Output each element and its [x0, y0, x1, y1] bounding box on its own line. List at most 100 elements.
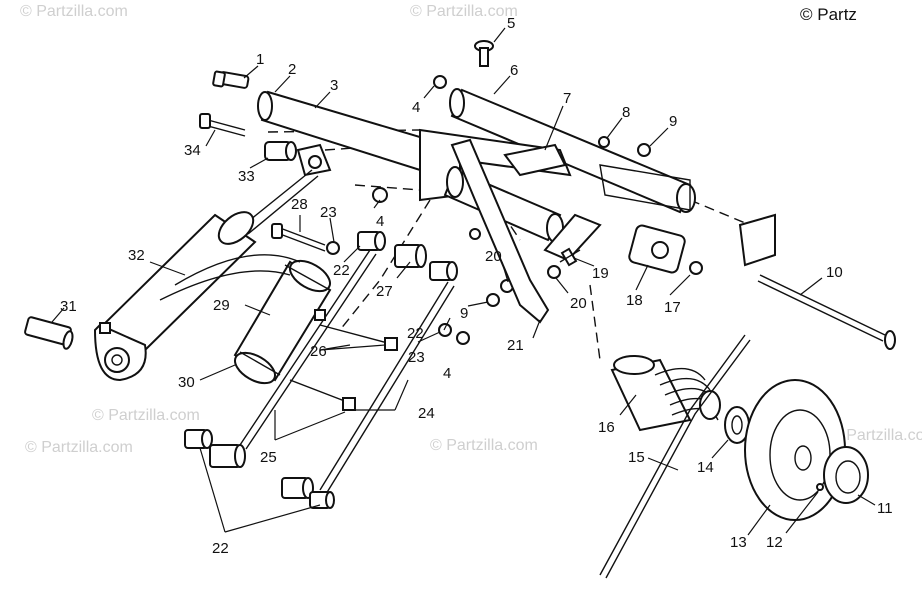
watermark: © Partzilla.com: [20, 3, 128, 20]
part-16-spring-sleeve: [610, 355, 721, 432]
watermark: © Partzilla.com: [92, 407, 200, 424]
watermark-corner: © Partz: [800, 5, 857, 24]
callout-29: 29: [213, 297, 230, 314]
part-14-washer-hole: [731, 415, 743, 435]
part-10-long-bolt: [757, 274, 896, 350]
part-22-bushing: [429, 261, 458, 281]
part-20-washer: [547, 265, 561, 279]
callout-30: 30: [178, 374, 195, 391]
watermark: © Partzilla.com: [830, 427, 922, 444]
part-22-bushing: [281, 477, 314, 499]
callout-32: 32: [128, 247, 145, 264]
callout-6: 6: [510, 62, 518, 79]
part-22-bushing: [209, 444, 246, 468]
alignment-line: [339, 199, 431, 331]
callout-8: 8: [622, 104, 630, 121]
callout-21: 21: [507, 337, 524, 354]
part-22-bushing: [309, 491, 335, 509]
callout-31: 31: [60, 298, 77, 315]
part-17-washer: [689, 261, 703, 275]
callout-20-b: 20: [485, 248, 502, 265]
alignment-line: [354, 184, 421, 191]
part-31-pin: [24, 316, 74, 350]
part-30-spring-cylinder: [233, 259, 332, 385]
callout-3: 3: [330, 77, 338, 94]
part-4-nut: [456, 331, 470, 345]
part-11-bearing: [823, 446, 869, 504]
part-22-bushing: [184, 429, 213, 449]
part-9-washer: [637, 143, 651, 157]
callout-15: 15: [628, 449, 645, 466]
callout-1: 1: [256, 51, 264, 68]
callout-33: 33: [238, 168, 255, 185]
watermark: © Partzilla.com: [25, 439, 133, 456]
part-27-bushing: [394, 244, 427, 268]
part-4-nut: [372, 187, 388, 203]
alignment-line: [589, 284, 601, 361]
callout-24: 24: [418, 405, 435, 422]
callout-23-b: 23: [408, 349, 425, 366]
callout-4-b: 4: [376, 213, 384, 230]
part-6-upper-shaft: [449, 88, 696, 214]
part-18-bracket: [628, 224, 686, 274]
part-12-snap-ring: [816, 483, 824, 491]
shock-mount-block: [296, 143, 332, 177]
callout-2: 2: [288, 61, 296, 78]
callout-23: 23: [320, 204, 337, 221]
callout-27: 27: [376, 283, 393, 300]
watermark: © Partzilla.com: [430, 437, 538, 454]
part-1-bolt: [212, 70, 250, 89]
rear-arm-end: [599, 164, 776, 267]
callout-25: 25: [260, 449, 277, 466]
part-21-strap: [450, 138, 550, 324]
callout-4-c: 4: [443, 365, 451, 382]
part-9-nut: [486, 293, 500, 307]
part-33-bushing: [264, 141, 297, 161]
callout-22-b: 22: [407, 325, 424, 342]
part-23-washer: [438, 323, 452, 337]
leader-lines: [51, 27, 876, 536]
callout-13: 13: [730, 534, 747, 551]
callout-labels: 1 2 3 4 5 6 7 8 9 10 11 12 13 14 15 16 1…: [60, 15, 893, 557]
part-4-nut: [433, 75, 447, 89]
callout-7: 7: [563, 90, 571, 107]
callout-17: 17: [664, 299, 681, 316]
callout-4: 4: [412, 99, 420, 116]
callout-18: 18: [626, 292, 643, 309]
part-8-nut: [598, 136, 610, 148]
part-29-strap: [159, 254, 301, 301]
part-13-wheel: [744, 379, 846, 521]
part-23-washer: [326, 241, 340, 255]
callout-9: 9: [669, 113, 677, 130]
callout-19: 19: [592, 265, 609, 282]
part-15-torsion-arm: [605, 339, 751, 579]
callout-34: 34: [184, 142, 201, 159]
part-19-bolt: [559, 247, 581, 267]
watermark: © Partzilla.com: [410, 3, 518, 20]
callout-9-b: 9: [460, 305, 468, 322]
callout-26: 26: [310, 343, 327, 360]
callout-20: 20: [570, 295, 587, 312]
part-32-shock-absorber: [93, 169, 319, 382]
part-15-torsion-arm: [599, 334, 746, 576]
part-22-bushing: [357, 231, 386, 251]
part-28-bolt: [271, 223, 326, 252]
part-9-washer: [469, 228, 481, 240]
callout-12: 12: [766, 534, 783, 551]
callout-16: 16: [598, 419, 615, 436]
alignment-line: [267, 129, 421, 133]
callout-28: 28: [291, 196, 308, 213]
callout-10: 10: [826, 264, 843, 281]
part-7-bracket: [503, 143, 567, 177]
rear-arm-links: [239, 249, 455, 495]
callout-22: 22: [333, 262, 350, 279]
callout-5: 5: [507, 15, 515, 32]
callout-11: 11: [877, 500, 893, 517]
part-5-screw: [474, 40, 494, 67]
alignment-line: [689, 199, 751, 226]
callout-22-c: 22: [212, 540, 229, 557]
part-34-bolt: [199, 113, 246, 137]
callout-14: 14: [697, 459, 714, 476]
